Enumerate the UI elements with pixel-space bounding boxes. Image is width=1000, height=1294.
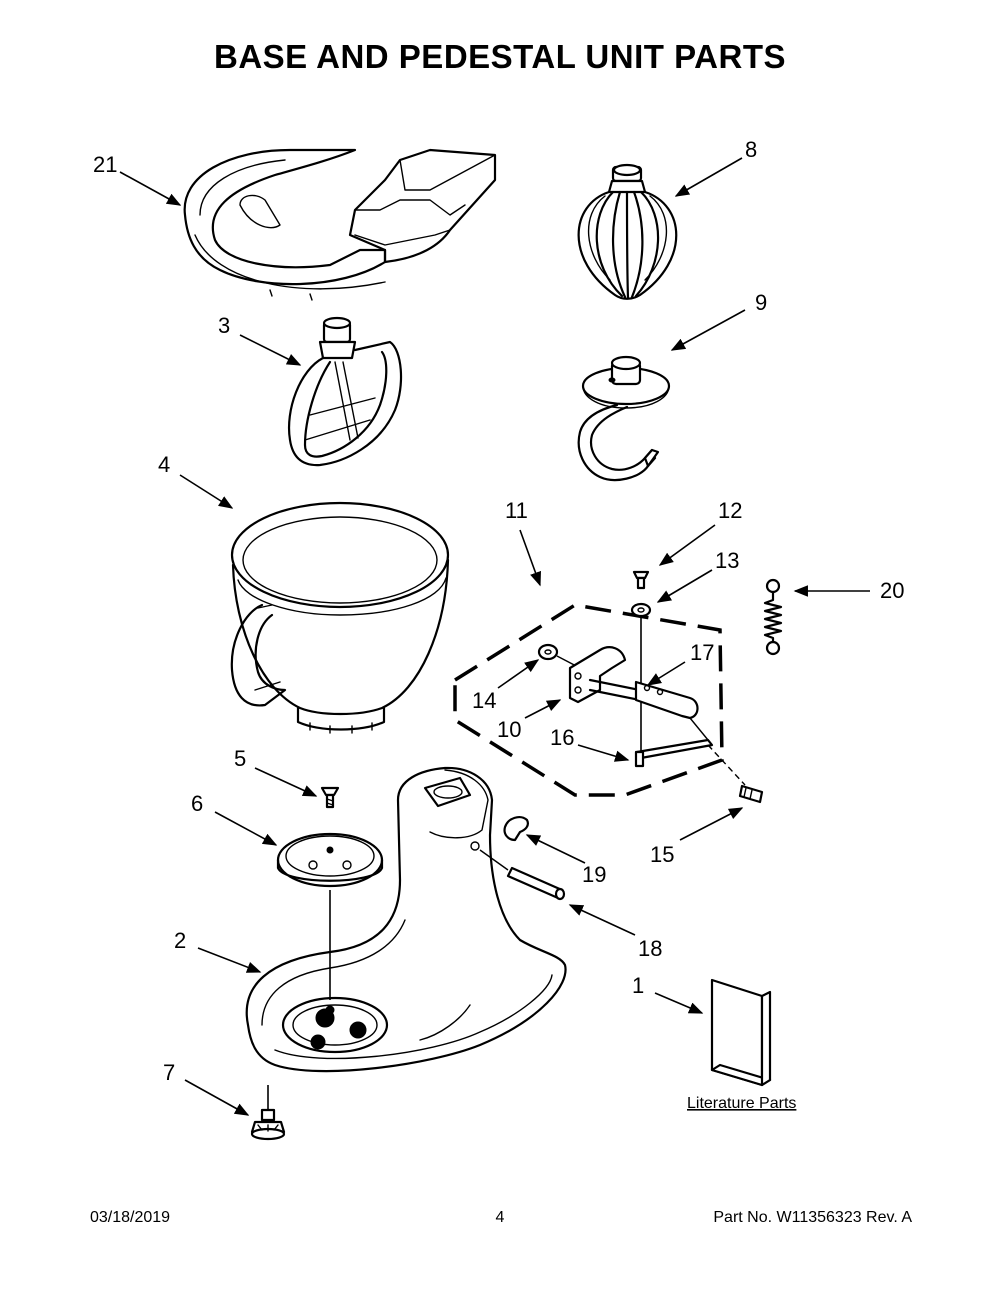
rubber-foot-part <box>250 1085 286 1141</box>
callout-19: 19 <box>582 862 606 887</box>
callout-7: 7 <box>163 1060 175 1085</box>
callout-labels: 21 8 9 3 4 11 12 13 20 17 14 10 16 15 19… <box>93 137 904 1112</box>
callout-12: 12 <box>718 498 742 523</box>
spring-part <box>763 578 783 656</box>
bowl-lift-assembly-group <box>453 570 764 804</box>
literature-booklet-part <box>710 978 772 1087</box>
callout-arrows <box>119 157 870 1116</box>
flat-beater-part <box>287 316 403 467</box>
page-title: BASE AND PEDESTAL UNIT PARTS <box>214 38 786 75</box>
callout-4: 4 <box>158 452 170 477</box>
callout-1: 1 <box>632 973 644 998</box>
wire-whip-part <box>577 163 678 300</box>
callout-8: 8 <box>745 137 757 162</box>
literature-parts-label: Literature Parts <box>687 1095 796 1112</box>
footer-part-number: Part No. W11356323 Rev. A <box>713 1209 912 1226</box>
callout-6: 6 <box>191 791 203 816</box>
dough-hook-part <box>577 355 671 482</box>
callout-21: 21 <box>93 152 117 177</box>
callout-14: 14 <box>472 688 496 713</box>
callout-18: 18 <box>638 936 662 961</box>
pouring-shield-part <box>183 148 497 301</box>
callout-3: 3 <box>218 313 230 338</box>
screw-part-5 <box>320 786 340 809</box>
footer-date: 03/18/2019 <box>90 1209 171 1226</box>
callout-20: 20 <box>880 578 904 603</box>
hinge-pin-part <box>479 849 566 901</box>
callout-2: 2 <box>174 928 186 953</box>
callout-5: 5 <box>234 746 246 771</box>
callout-16: 16 <box>550 725 574 750</box>
mixing-bowl-part <box>230 501 450 734</box>
spring-clip-part <box>503 816 529 842</box>
footer-page-number: 4 <box>495 1209 505 1226</box>
callout-13: 13 <box>715 548 739 573</box>
callout-15: 15 <box>650 842 674 867</box>
callout-9: 9 <box>755 290 767 315</box>
clamp-plate-part <box>276 832 384 1000</box>
callout-17: 17 <box>690 640 714 665</box>
pedestal-base-part <box>245 766 567 1073</box>
callout-11: 11 <box>505 498 528 523</box>
callout-10: 10 <box>497 717 521 742</box>
